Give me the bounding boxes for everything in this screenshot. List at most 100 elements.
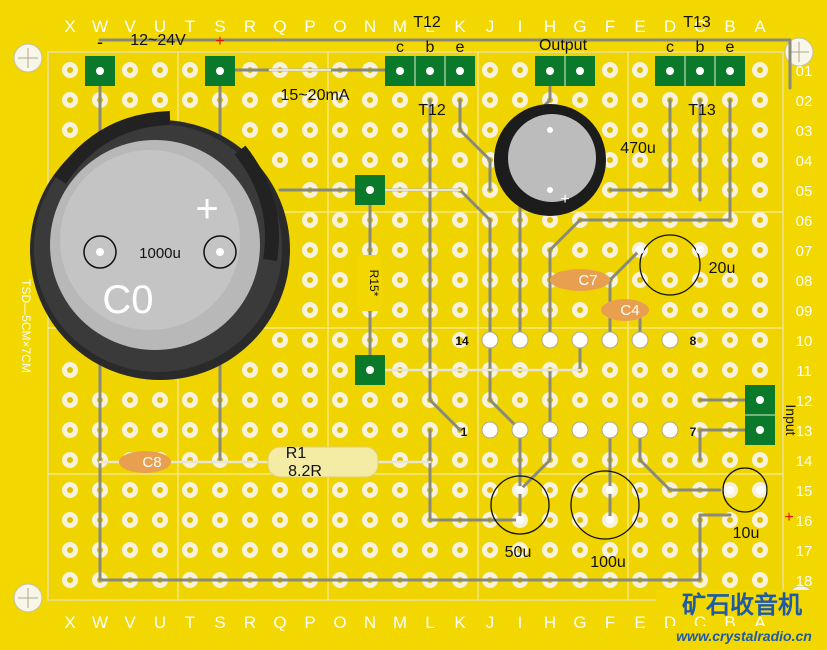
pad [452,212,468,228]
pad [392,422,408,438]
ic-pin-bottom [601,421,619,439]
pad [512,392,528,408]
pad [512,542,528,558]
pad [152,392,168,408]
pad [332,392,348,408]
minus-label: - [97,32,103,52]
pad [302,242,318,258]
pad [602,542,618,558]
column-label-bottom-V: V [124,613,136,632]
column-label-bottom-T: T [185,613,195,632]
column-label-top-Q: Q [273,17,286,36]
capacitor-100u-value: 100u [590,554,626,571]
terminal-plus [205,56,235,86]
column-label-top-A: A [754,17,766,36]
pad [572,542,588,558]
pad [302,152,318,168]
pad [512,92,528,108]
pad [482,92,498,108]
column-label-bottom-Q: Q [273,613,286,632]
pad [332,302,348,318]
capacitor-20u-value: 20u [709,260,736,277]
pad [302,362,318,378]
column-label-bottom-U: U [154,613,166,632]
ic-pins-bottom [481,421,679,439]
column-label-top-W: W [92,17,108,36]
pad [182,92,198,108]
pad [452,242,468,258]
pad [302,92,318,108]
ic-footprint: 14 8 1 7 [455,331,697,439]
pad [722,242,738,258]
pad [752,242,768,258]
pad [62,422,78,438]
capacitor-c0-value: 1000u [139,245,181,262]
pad [362,422,378,438]
pad [362,92,378,108]
pad [242,512,258,528]
pad [722,362,738,378]
pad [602,362,618,378]
ic-pin-top [661,331,679,349]
pad [122,542,138,558]
t12-top-label: T12 [413,14,441,31]
resistor-r1 [267,446,379,478]
row-label-15: 15 [796,483,813,500]
pad [632,512,648,528]
capacitor-50u-outline [490,475,550,535]
row-label-06: 06 [796,213,813,230]
pad [392,242,408,258]
pad [122,92,138,108]
pad [302,512,318,528]
capacitor-c0-plus: + [195,187,218,231]
pad [242,422,258,438]
column-label-top-N: N [364,17,376,36]
pad [182,392,198,408]
pad [242,542,258,558]
column-label-top-H: H [544,17,556,36]
mounting-hole-top-left [13,43,43,73]
pad [302,542,318,558]
terminal-t13 [655,56,745,86]
column-label-bottom-L: L [425,613,434,632]
column-label-top-D: D [664,17,676,36]
pad [752,302,768,318]
pad [362,512,378,528]
column-label-bottom-F: F [605,613,615,632]
pad [632,272,648,288]
t13-e-label: e [726,39,735,56]
trace-t12-base [428,98,462,432]
plus-top-label: + [215,33,224,50]
pad [692,362,708,378]
pad [752,512,768,528]
capacitor-c8 [119,451,171,473]
column-label-bottom-H: H [544,613,556,632]
pad [632,482,648,498]
pad [392,302,408,318]
pad [662,392,678,408]
pad [272,542,288,558]
column-label-top-E: E [634,17,645,36]
column-label-bottom-J: J [486,613,495,632]
column-label-bottom-G: G [573,613,586,632]
pad [632,392,648,408]
pad [602,392,618,408]
pad [632,62,648,78]
ic-pin-top [631,331,649,349]
row-label-07: 07 [796,243,813,260]
pad [722,272,738,288]
capacitor-10u-outline [722,467,768,513]
pad [662,272,678,288]
pad [752,542,768,558]
pad [302,392,318,408]
terminal-t12 [385,56,475,86]
pad [152,482,168,498]
pad [722,332,738,348]
ic-pin-top [571,331,589,349]
pad [752,572,768,588]
pad [722,542,738,558]
pad [662,362,678,378]
mounting-hole-top-right [784,37,814,67]
pad [722,302,738,318]
